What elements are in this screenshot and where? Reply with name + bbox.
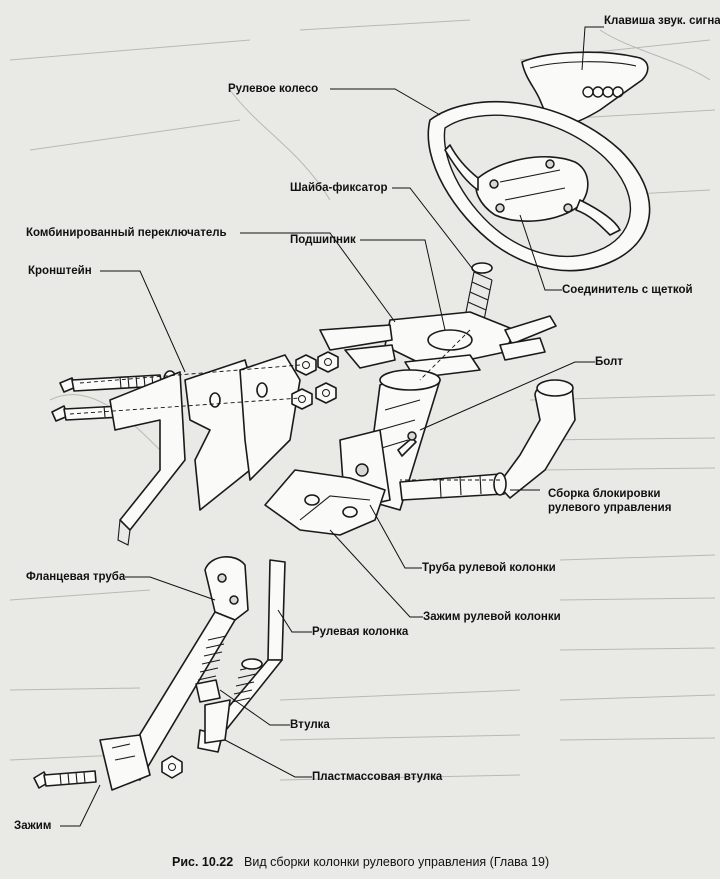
bushings-part (195, 635, 263, 744)
nuts (291, 351, 339, 410)
label-plastic-bushing: Пластмассовая втулка (312, 771, 443, 783)
labels: Клавиша звук. сигнала Рулевое колесо Шай… (14, 15, 720, 832)
label-bolt: Болт (595, 356, 623, 368)
label-column-clamp: Зажим рулевой колонки (423, 611, 561, 623)
caption-prefix: Рис. 10.22 (172, 855, 233, 869)
label-lock-assembly-line1: Сборка блокировки (548, 488, 660, 500)
brand-rings (582, 86, 624, 98)
label-lock-assembly-line2: рулевого управления (548, 502, 671, 514)
column-clamp-part (264, 469, 386, 536)
label-brush-connector: Соединитель с щеткой (562, 284, 693, 296)
flange-tube-part (99, 556, 249, 791)
horn-button-part (521, 51, 649, 126)
label-combination-switch: Комбинированный переключатель (26, 227, 227, 239)
caption-text: Вид сборки колонки рулевого управления (… (244, 855, 549, 869)
nut-bottom (161, 755, 183, 779)
label-bushing: Втулка (290, 719, 330, 731)
label-flange-tube: Фланцевая труба (26, 571, 126, 583)
clamp-bolt (33, 770, 97, 789)
label-lock-washer: Шайба-фиксатор (290, 182, 388, 194)
label-bracket: Кронштейн (28, 265, 92, 277)
bushing-spring-1 (195, 635, 227, 703)
combination-switch-part (319, 311, 557, 379)
label-column-tube: Труба рулевой колонки (422, 562, 556, 574)
lock-assembly-part (399, 379, 576, 501)
label-clamp: Зажим (14, 820, 51, 832)
label-steering-wheel: Рулевое колесо (228, 83, 318, 95)
bushing-spring-2 (231, 658, 263, 703)
label-bearing: Подшипник (290, 234, 356, 246)
bracket-part (109, 354, 301, 546)
bolt-small (397, 431, 417, 457)
label-steering-column: Рулевая колонка (312, 626, 409, 638)
label-horn-button: Клавиша звук. сигнала (604, 15, 720, 27)
leader-lines (60, 26, 604, 827)
steering-wheel-part (427, 100, 651, 272)
figure-caption: Рис. 10.22 Вид сборки колонки рулевого у… (172, 855, 549, 869)
